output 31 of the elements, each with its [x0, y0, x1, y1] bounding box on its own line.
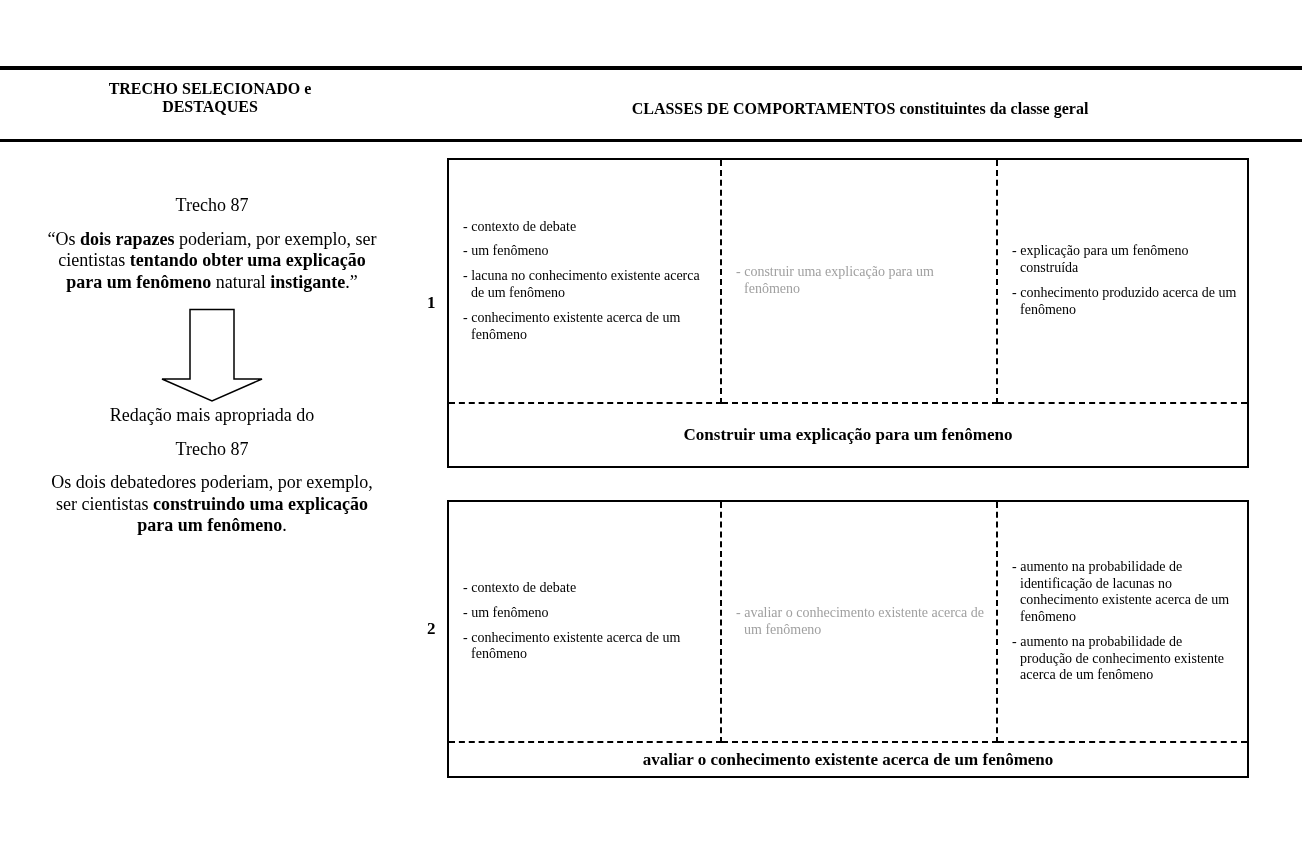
list-item: - construir uma explicação para um fenômeno — [736, 264, 935, 298]
passage-heading: Trecho 87 — [174, 438, 250, 461]
list-item: - contexto de debate — [463, 218, 578, 236]
list-item: - lacuna no conhecimento existente acerca de um fenômeno — [463, 268, 701, 302]
table-box — [447, 500, 1249, 778]
list-item: - um fenômeno — [463, 604, 550, 622]
row-number: 1 — [427, 293, 436, 313]
list-item: - conhecimento existente acerca de um fenômeno — [463, 309, 682, 344]
passage-heading: Redação mais apropriada do — [108, 405, 316, 427]
passage-heading: Trecho 87 — [174, 195, 250, 217]
block-arrow — [161, 308, 263, 402]
table-cell — [722, 160, 998, 404]
list-item: - conhecimento produzido acerca de um fenômeno — [1012, 285, 1237, 319]
passage-text: Os dois debatedores poderiam, por exemplo, ser cientistas construindo uma explicação para um fenômeno. — [50, 472, 374, 537]
column-header: CLASSES DE COMPORTAMENTOS constituintes da classe geral — [630, 100, 1090, 119]
column-header: TRECHO SELECIONADO e DESTAQUES — [107, 80, 313, 117]
list-item: - avaliar o conhecimento existente acerca de um fenômeno — [736, 604, 985, 639]
table-cell — [449, 502, 722, 743]
list-item: - conhecimento existente acerca de um fenômeno — [463, 629, 682, 664]
row-number: 2 — [427, 619, 436, 639]
list-item: - contexto de debate — [463, 579, 578, 597]
list-item: - aumento na probabilidade de produção de conhecimento existente acerca de um fenômeno — [1012, 633, 1226, 685]
table-cell — [722, 502, 998, 743]
box-title: Construir uma explicação para um fenômeno — [682, 424, 1014, 446]
list-item: - aumento na probabilidade de identificação de lacunas no conhecimento existente acerca de um fenômeno — [1012, 558, 1231, 626]
list-item: - um fenômeno — [463, 243, 550, 261]
table-cell — [449, 160, 722, 404]
passage-text: “Os dois rapazes poderiam, por exemplo, ser cientistas tentando obter uma explicação para um fenômeno natural instigante.” — [46, 228, 378, 294]
list-item: - explicação para um fenômeno construída — [1012, 243, 1190, 277]
box-title: avaliar o conhecimento existente acerca de um fenômeno — [641, 748, 1055, 771]
table-box — [447, 158, 1249, 468]
